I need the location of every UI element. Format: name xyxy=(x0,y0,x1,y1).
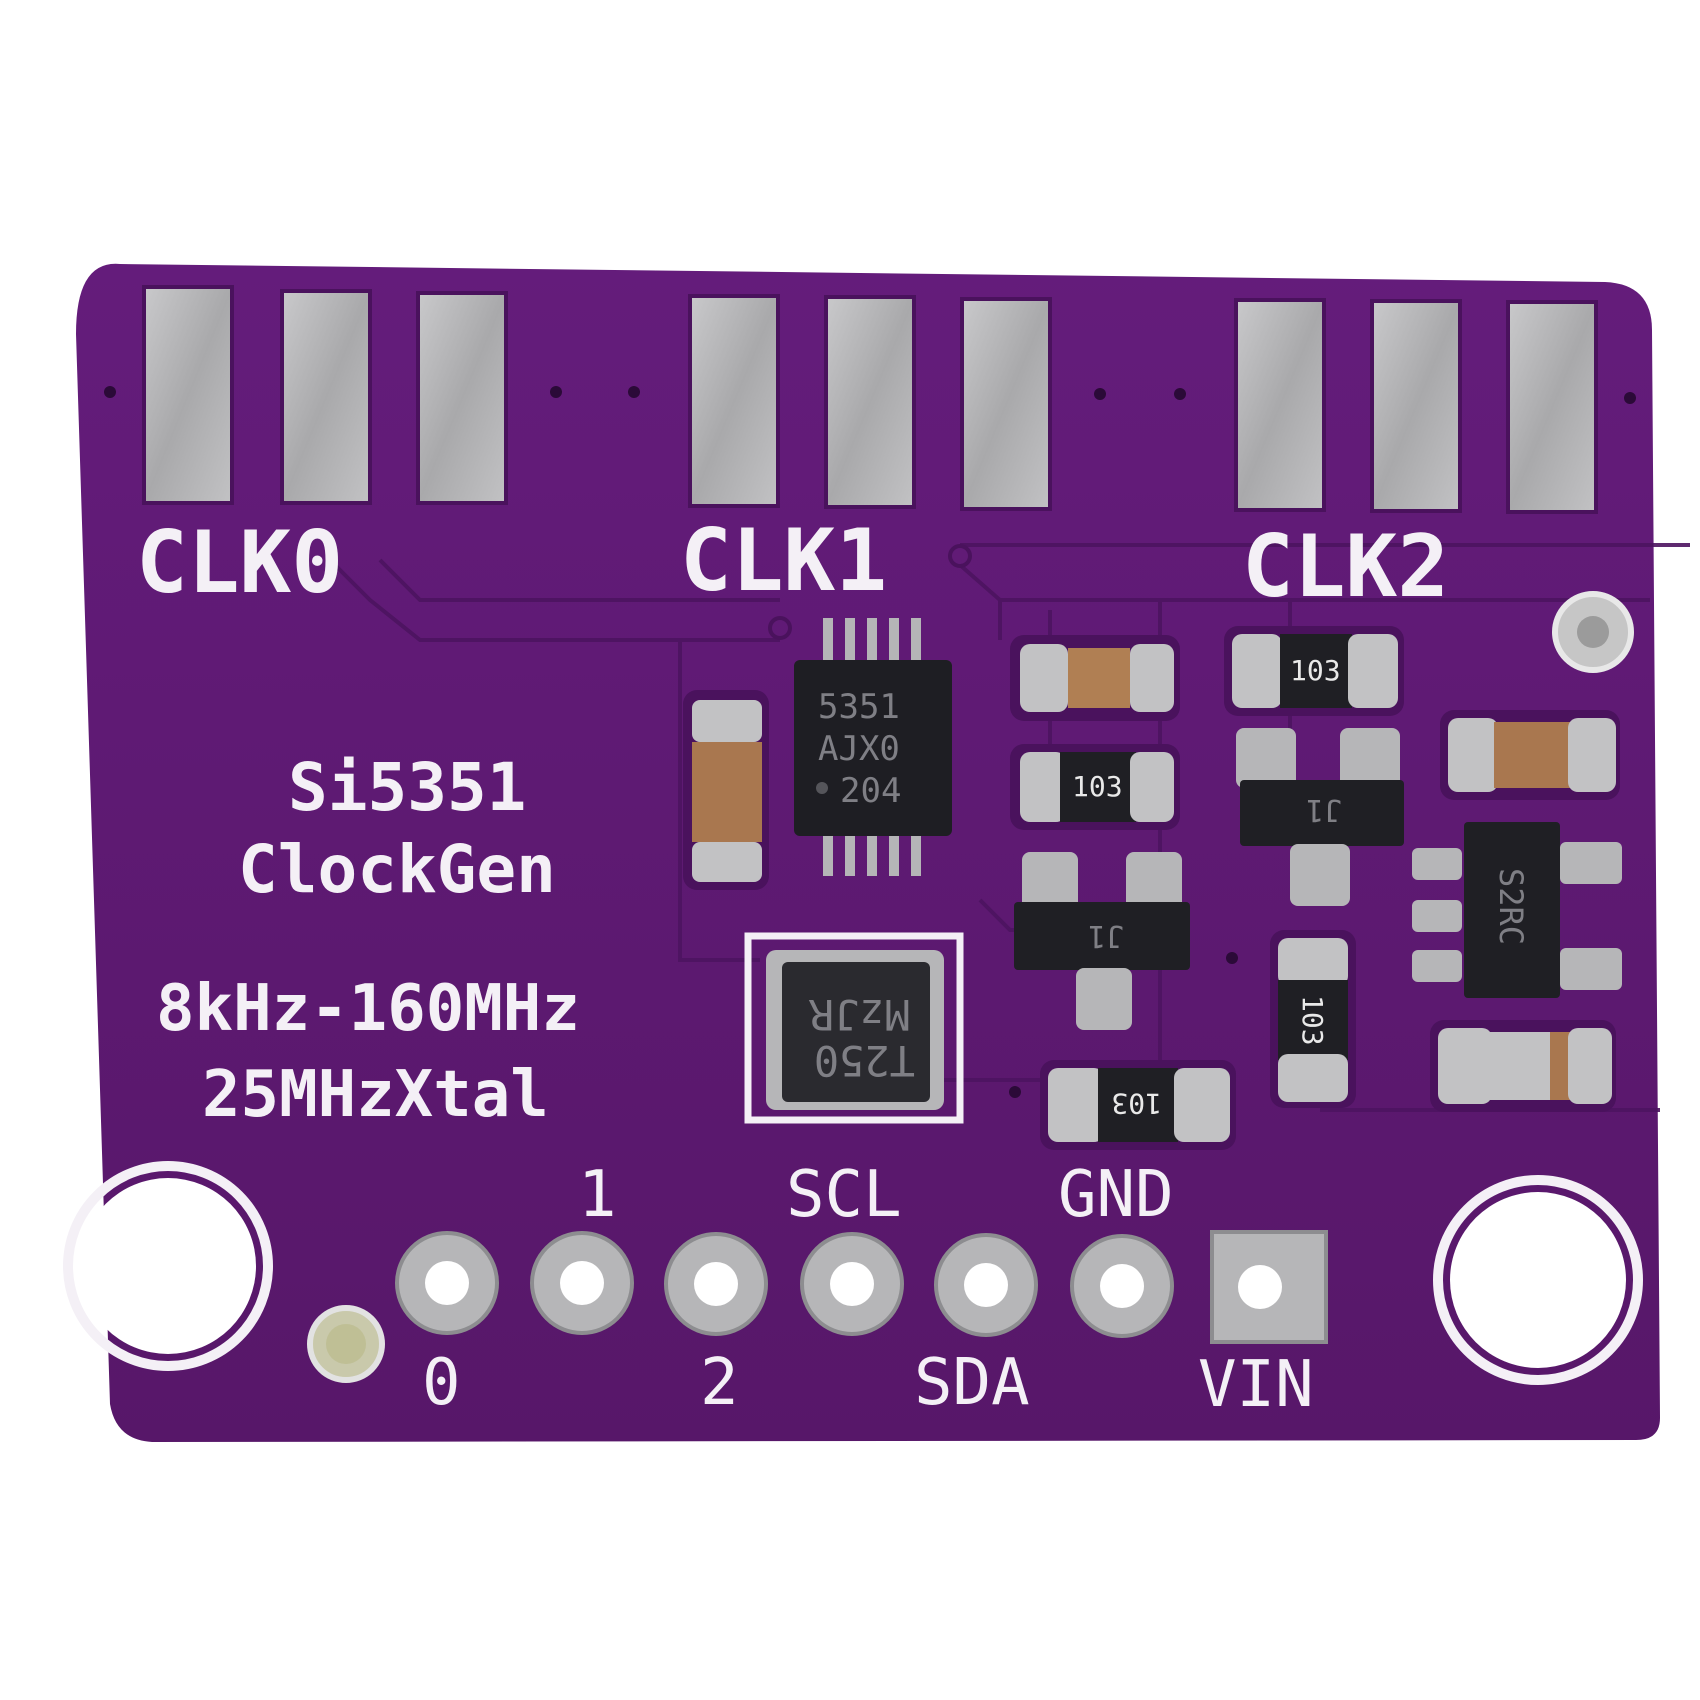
ic-marking-line1: 5351 xyxy=(818,687,900,727)
crystal-label: 25MHzXtal xyxy=(202,1058,549,1132)
ic-marking-line2: AJX0 xyxy=(818,729,900,769)
pin-0-hole xyxy=(395,1231,499,1335)
header-pins xyxy=(395,1230,1328,1344)
fiducial-bottom-left xyxy=(307,1305,385,1383)
si5351-ic: 5351 AJX0 204 xyxy=(794,618,952,876)
pin-vin-label: VIN xyxy=(1198,1348,1314,1422)
crystal-marking-line2: MzJR xyxy=(808,990,910,1039)
clk1-label: CLK1 xyxy=(680,511,887,611)
capacitor-c1 xyxy=(683,690,769,890)
transistor-q1-marking: J1 xyxy=(1088,918,1124,953)
small-mounting-hole-top xyxy=(1552,591,1634,673)
pin-sda-hole xyxy=(934,1233,1038,1337)
pin-scl-hole xyxy=(800,1232,904,1336)
mounting-hole-left xyxy=(63,1161,273,1371)
clk2-label: CLK2 xyxy=(1242,517,1449,617)
clk2-pad-1 xyxy=(1234,298,1326,512)
clk1-pad-1 xyxy=(688,294,780,508)
mounting-hole-right xyxy=(1433,1175,1643,1385)
clk2-pad-3 xyxy=(1506,300,1598,514)
resistor-r1-marking: 103 xyxy=(1072,770,1123,803)
clk0-pad-3 xyxy=(416,291,508,505)
pin-2-hole xyxy=(664,1232,768,1336)
chip-desc-label: ClockGen xyxy=(238,831,556,908)
pin-vin-hole xyxy=(1210,1230,1328,1344)
clk-edge-pads xyxy=(142,285,1598,514)
freq-range-label: 8kHz-160MHz xyxy=(156,972,580,1046)
ic-marking-line3: 204 xyxy=(840,771,901,811)
resistor-r1: 103 xyxy=(1010,744,1180,830)
resistor-r2-marking: 103 xyxy=(1290,654,1341,687)
regulator-marking: S2RC xyxy=(1492,868,1530,945)
pin-2-label: 2 xyxy=(700,1346,739,1420)
clk1-pad-3 xyxy=(960,297,1052,511)
clk2-pad-2 xyxy=(1370,299,1462,513)
pin-gnd-hole xyxy=(1070,1234,1174,1338)
crystal-25mhz: T250 MzJR xyxy=(744,932,964,1124)
transistor-q2-marking: J1 xyxy=(1306,792,1342,827)
transistor-q1: J1 xyxy=(1014,852,1190,1030)
pin-1-label: 1 xyxy=(578,1158,617,1232)
resistor-r4: 103 xyxy=(1040,1060,1236,1150)
vias xyxy=(104,386,1636,1098)
regulator-s2rc: S2RC xyxy=(1412,822,1622,998)
resistor-r3: 103 xyxy=(1270,930,1356,1108)
crystal-marking-line1: T250 xyxy=(814,1036,915,1085)
clk1-pad-2 xyxy=(824,295,916,509)
clk0-pad-1 xyxy=(142,285,234,505)
pin-scl-label: SCL xyxy=(786,1158,902,1232)
pin-gnd-label: GND xyxy=(1058,1158,1174,1232)
transistor-q2: J1 xyxy=(1236,728,1404,906)
capacitor-c4 xyxy=(1430,1020,1616,1112)
pin-0-label: 0 xyxy=(422,1346,461,1420)
capacitor-c3 xyxy=(1440,710,1620,800)
pin-sda-label: SDA xyxy=(914,1346,1030,1420)
resistor-r2: 103 xyxy=(1224,626,1404,716)
clk0-pad-2 xyxy=(280,289,372,505)
capacitor-c2 xyxy=(1010,635,1180,721)
clk0-label: CLK0 xyxy=(136,513,343,613)
chip-name-label: Si5351 xyxy=(288,749,526,826)
pin-1-hole xyxy=(530,1231,634,1335)
resistor-r4-marking: 103 xyxy=(1111,1087,1162,1120)
resistor-r3-marking: 103 xyxy=(1296,995,1329,1046)
